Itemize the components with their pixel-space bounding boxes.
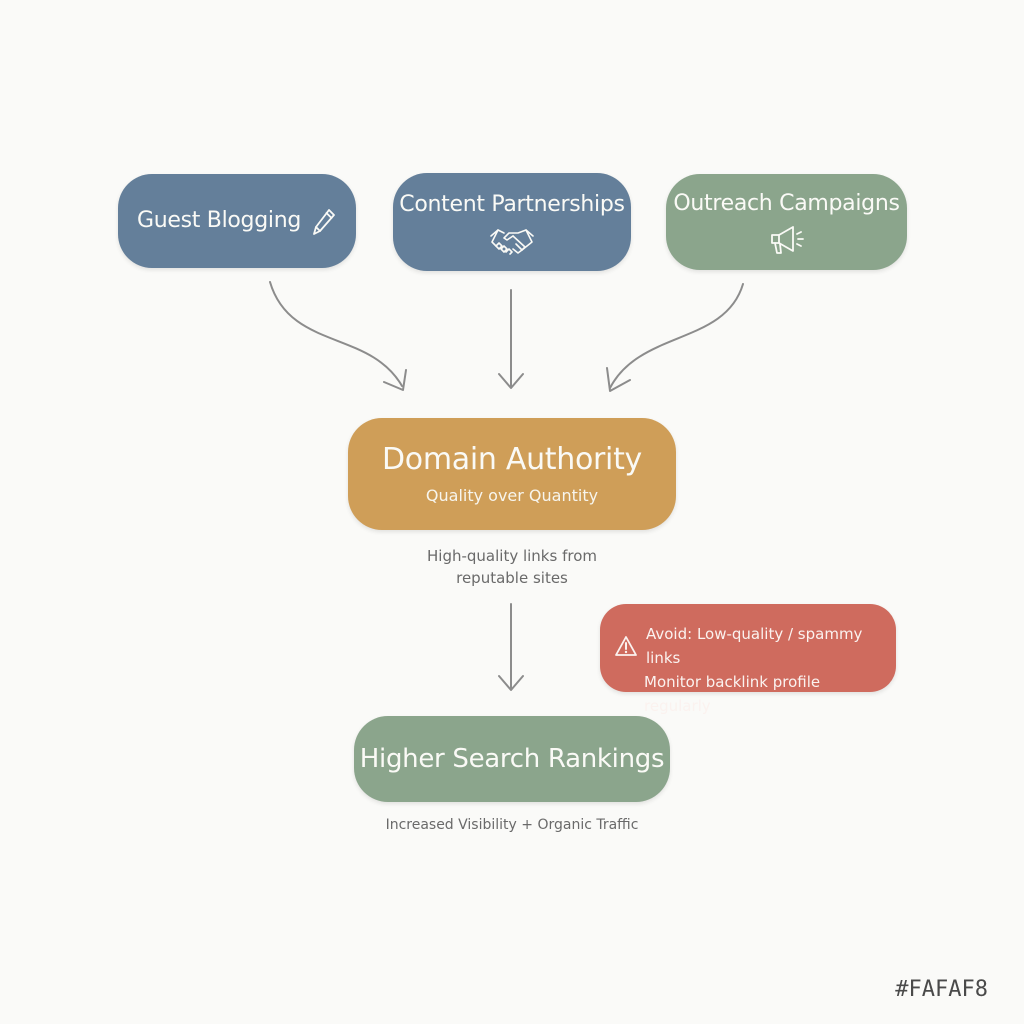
- guest-blogging-label: Guest Blogging: [136, 208, 302, 233]
- higher-search-rankings-title: Higher Search Rankings: [359, 744, 665, 774]
- guest-blogging-node: Guest Blogging: [118, 174, 356, 268]
- warning-line1-row: Avoid: Low-quality / spammy links: [614, 622, 886, 670]
- warning-triangle-icon: [615, 636, 637, 656]
- warning-line2: Monitor backlink profile regularly: [644, 673, 821, 715]
- pencil-icon: [313, 209, 335, 235]
- domain-authority-node: Domain Authority Quality over Quantity: [348, 418, 676, 530]
- arrow-outreach-to-authority: [606, 283, 744, 392]
- megaphone-icon: [770, 226, 804, 254]
- authority-note-line1: High-quality links from: [427, 547, 597, 565]
- rankings-note: Increased Visibility + Organic Traffic: [385, 817, 639, 833]
- content-partnerships-node: Content Partnerships: [393, 173, 631, 271]
- domain-authority-subtitle: Quality over Quantity: [425, 486, 599, 505]
- arrow-authority-to-rankings: [498, 603, 524, 691]
- content-partnerships-label: Content Partnerships: [399, 192, 625, 217]
- higher-search-rankings-node: Higher Search Rankings: [354, 716, 670, 802]
- outreach-campaigns-label: Outreach Campaigns: [673, 191, 900, 216]
- color-code-label: #FAFAF8: [895, 977, 988, 1002]
- domain-authority-note: High-quality links from reputable sites: [380, 545, 644, 589]
- authority-note-line2: reputable sites: [456, 569, 568, 587]
- handshake-icon: [490, 229, 534, 255]
- arrow-content-to-authority: [498, 289, 524, 389]
- warning-line1: Avoid: Low-quality / spammy links: [646, 625, 863, 667]
- outreach-campaigns-node: Outreach Campaigns: [666, 174, 907, 270]
- spam-warning-box: Avoid: Low-quality / spammy links Monito…: [600, 604, 896, 715]
- arrow-guest-to-authority: [269, 281, 407, 391]
- domain-authority-title: Domain Authority: [382, 442, 642, 477]
